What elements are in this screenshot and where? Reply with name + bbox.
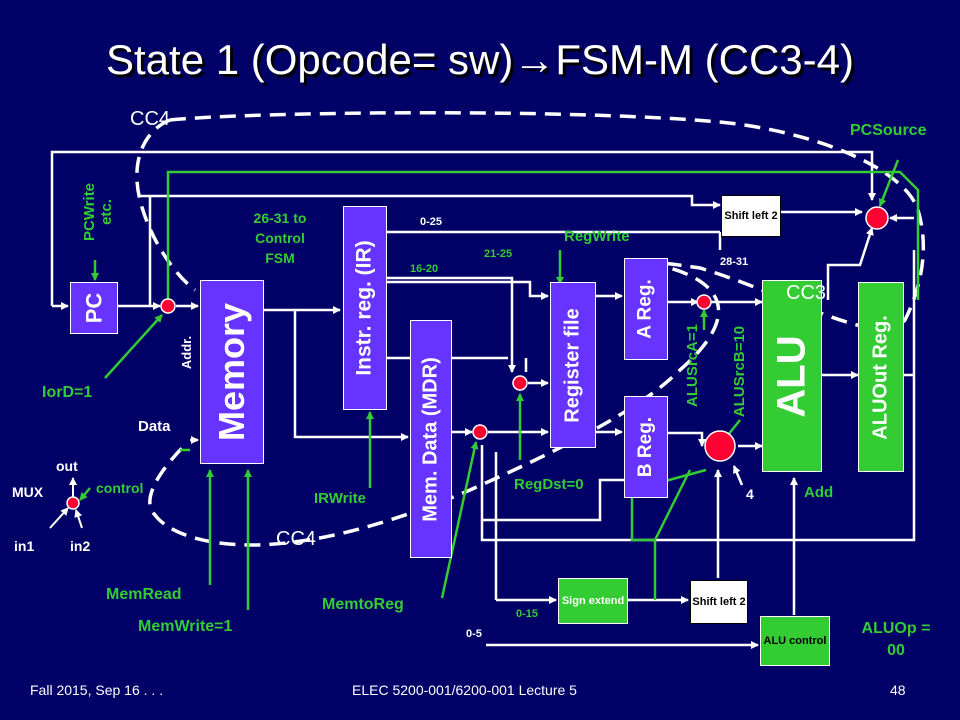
bits-21-25-label: 21-25 — [484, 248, 513, 260]
alusrca-label: ALUSrcA=1 — [683, 323, 701, 407]
cc3-label: CC3 — [786, 282, 827, 304]
register-file: Register file — [550, 282, 596, 448]
pcsource-label: PCSource — [850, 122, 927, 139]
bits-0-5-label: 0-5 — [466, 628, 482, 640]
aluout-register: ALUOut Reg. — [858, 282, 904, 472]
a-register: A Reg. — [624, 258, 668, 360]
memtoreg-label: MemtoReg — [322, 596, 404, 613]
memwrite-label: MemWrite=1 — [138, 618, 233, 635]
mux-legend-out: out — [56, 458, 78, 474]
alu-block: ALU — [762, 280, 822, 472]
control-fsm-label: 26-31 to Control FSM — [253, 210, 307, 266]
pc-register: PC — [70, 282, 118, 334]
slide-title: State 1 (Opcode= sw)→FSM-M (CC3-4) — [105, 36, 854, 83]
mux-legend-in2: in2 — [70, 538, 91, 554]
memory-block: Memory — [200, 280, 264, 464]
bits-0-25-label: 0-25 — [420, 216, 443, 228]
shift-left-2-top: Shift left 2 — [721, 195, 781, 237]
regwrite-label: RegWrite — [564, 228, 630, 245]
regdst-label: RegDst=0 — [514, 476, 584, 493]
memread-label: MemRead — [106, 586, 182, 603]
bits-28-31-label: 28-31 — [720, 256, 749, 268]
memory-data-register: Mem. Data (MDR) — [410, 320, 452, 558]
bits-16-20-label: 16-20 — [410, 263, 439, 275]
footer-course: ELEC 5200-001/6200-001 Lecture 5 — [352, 682, 577, 698]
bits-0-15-label: 0-15 — [516, 608, 539, 620]
aluop-label: ALUOp = 00 — [861, 620, 931, 659]
instruction-register: Instr. reg. (IR) — [343, 206, 387, 410]
alu-control: ALU control — [760, 616, 830, 666]
data-label: Data — [138, 418, 171, 435]
mux-legend-control: control — [96, 480, 144, 496]
mux-legend-title: MUX — [12, 484, 44, 500]
constant-four-label: 4 — [746, 486, 754, 502]
b-register: B Reg. — [624, 396, 668, 498]
shift-left-2-bottom: Shift left 2 — [690, 580, 748, 624]
iord-label: IorD=1 — [42, 384, 93, 401]
pcwrite-label: PCWrite etc. — [81, 182, 116, 242]
mux-legend-in1: in1 — [14, 538, 35, 554]
sign-extend: Sign extend — [558, 578, 628, 624]
cc4-label-bottom: CC4 — [276, 528, 317, 550]
irwrite-label: IRWrite — [314, 490, 366, 507]
add-label: Add — [804, 484, 834, 501]
addr-label: Addr. — [179, 335, 195, 369]
alusrcb-label: ALUSrcB=10 — [731, 325, 749, 417]
cc4-label-top: CC4 — [130, 108, 171, 130]
footer-date: Fall 2015, Sep 16 . . . — [30, 682, 164, 698]
footer-page-number: 48 — [890, 682, 906, 698]
